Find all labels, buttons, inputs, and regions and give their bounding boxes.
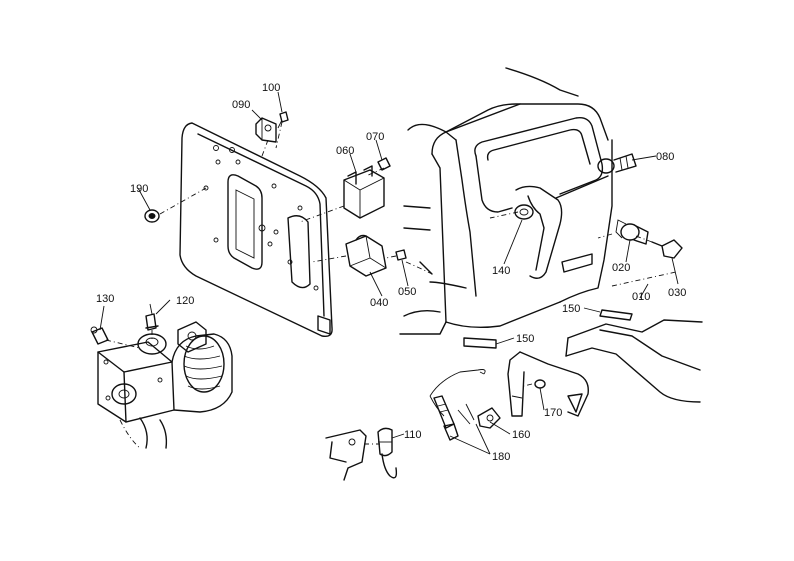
callout-100: 100 [262,82,280,94]
leader-lines [99,91,679,455]
callout-160: 160 [512,429,530,441]
bracket-110 [325,429,367,481]
bolt-100 [277,111,289,129]
sensor-130 [90,326,109,345]
frame-rail [565,319,703,403]
key-030 [651,239,683,259]
bracket-090 [255,117,277,143]
callout-150-right: 150 [562,303,580,315]
compressor-assembly [97,321,233,449]
switch-080 [597,153,637,174]
key-switch-020 [615,219,649,245]
label-150-left [463,337,497,349]
mounting-panel [179,122,333,338]
nut-190 [144,209,160,223]
label-150-right [599,309,633,321]
callout-130: 130 [96,293,114,305]
relay-060 [343,165,385,219]
callout-140: 140 [492,265,510,277]
bolt-050 [395,249,407,261]
hood-housing [399,67,613,335]
plug-180 [433,395,459,441]
callout-labels: 010 020 030 040 050 060 070 080 090 100 … [96,82,686,463]
unit-040 [345,234,387,277]
sensor-120 [145,303,159,331]
callout-030: 030 [668,287,686,299]
callout-180: 180 [492,451,510,463]
assembly-lines [105,121,677,449]
callout-080: 080 [656,151,674,163]
harness-160 [429,369,501,429]
callout-120: 120 [176,295,194,307]
indicator-140 [514,204,534,220]
callout-040: 040 [370,297,388,309]
callout-170: 170 [544,407,562,419]
bolt-070 [377,157,391,171]
callout-070: 070 [366,131,384,143]
callout-060: 060 [336,145,354,157]
callout-090: 090 [232,99,250,111]
callout-110: 110 [404,429,422,441]
callout-190: 190 [130,183,148,195]
callout-050: 050 [398,286,416,298]
callout-010: 010 [632,291,650,303]
connector-110 [377,427,398,479]
callout-150-left: 150 [516,333,534,345]
callout-020: 020 [612,262,630,274]
